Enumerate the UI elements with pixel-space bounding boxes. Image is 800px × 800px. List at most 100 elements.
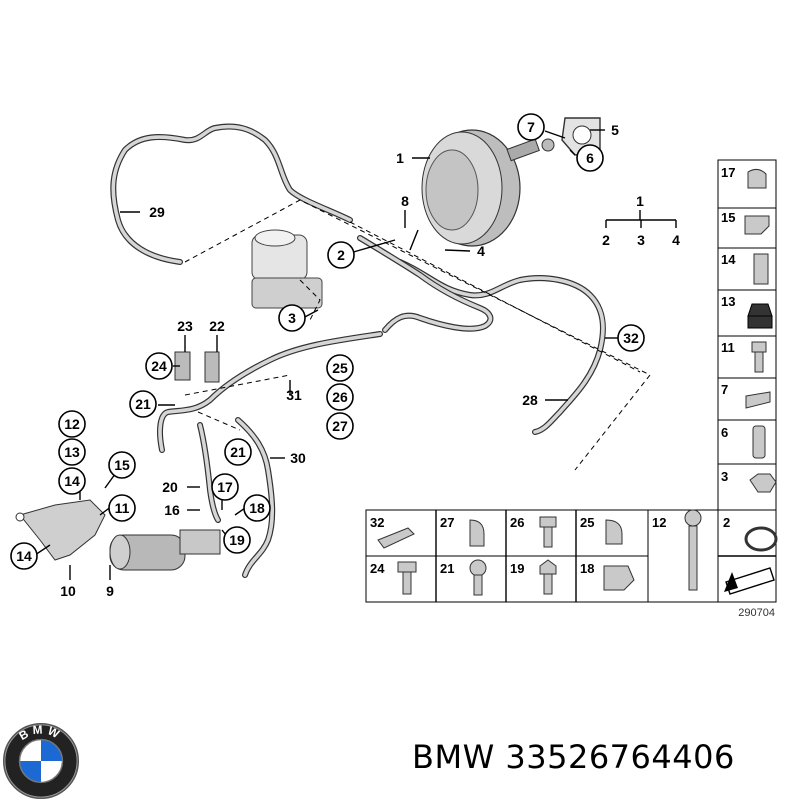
side-table-label-14: 14 xyxy=(721,252,736,267)
clip-17-icon xyxy=(747,168,767,189)
legend-label-4: 4 xyxy=(672,232,680,248)
nut-clip-18-icon xyxy=(603,565,635,591)
callout-22: 22 xyxy=(209,318,225,334)
callout-7: 7 xyxy=(527,119,535,135)
callout-13: 13 xyxy=(64,444,80,460)
callout-10: 10 xyxy=(60,583,76,599)
sensor-22-23 xyxy=(174,351,220,383)
bolt-11-shaft-icon xyxy=(754,351,764,373)
bolt-19-head-icon xyxy=(539,559,557,575)
callout-8: 8 xyxy=(401,193,409,209)
bmw-logo-letters: BMW xyxy=(17,723,61,743)
side-table-label-15: 15 xyxy=(721,210,735,225)
side-table-label-17: 17 xyxy=(721,165,735,180)
callout-9: 9 xyxy=(106,583,114,599)
pin-6-icon xyxy=(752,425,766,459)
bottom-table-label-27: 27 xyxy=(440,515,454,530)
bolt-26-shaft-icon xyxy=(543,526,553,548)
callout-1: 1 xyxy=(396,150,404,166)
sleeve-14-icon xyxy=(753,253,769,285)
bottom-table-label-26: 26 xyxy=(510,515,524,530)
bolt-21-shaft-icon xyxy=(473,574,483,596)
side-table-label-3: 3 xyxy=(721,469,728,484)
callout-28: 28 xyxy=(522,392,538,408)
callout-24: 24 xyxy=(151,358,167,374)
bracket-27-icon xyxy=(469,519,485,547)
side-table-label-13: 13 xyxy=(721,294,735,309)
bottom-table-label-2: 2 xyxy=(723,515,730,530)
callout-21-upper: 21 xyxy=(135,396,151,412)
callout-18: 18 xyxy=(249,500,265,516)
callout-32: 32 xyxy=(623,330,639,346)
callout-23: 23 xyxy=(177,318,193,334)
hose-30 xyxy=(235,417,276,578)
bottom-table-label-19: 19 xyxy=(510,561,524,576)
callout-4: 4 xyxy=(477,243,485,259)
callouts: 1 2 3 4 5 6 7 8 9 10 11 12 13 14 14 15 1… xyxy=(10,113,645,599)
legend-top-label: 1 xyxy=(636,193,644,209)
bottom-table-label-25: 25 xyxy=(580,515,594,530)
clip-32-icon xyxy=(377,527,415,549)
callout-31: 31 xyxy=(286,387,302,403)
brake-booster xyxy=(421,129,555,247)
legend-label-2: 2 xyxy=(602,232,610,248)
callout-14-lower: 14 xyxy=(16,548,32,564)
clip-7-icon xyxy=(745,391,771,409)
callout-2: 2 xyxy=(337,247,345,263)
callout-11: 11 xyxy=(115,500,130,516)
vacuum-pump xyxy=(109,529,221,571)
callout-21-lower: 21 xyxy=(230,444,246,460)
callout-27: 27 xyxy=(332,418,348,434)
clamp-25-icon xyxy=(605,519,623,545)
bottom-table-label-12: 12 xyxy=(652,515,666,530)
seal-ring-2-icon xyxy=(744,526,778,552)
bolt-26-head-icon xyxy=(539,516,557,528)
callout-20: 20 xyxy=(162,479,178,495)
nut-3-icon xyxy=(749,473,777,493)
bottom-parts-table: 32 27 26 25 12 2 24 21 19 18 290704 xyxy=(365,509,778,619)
clip-15-icon xyxy=(744,215,770,235)
side-table-label-6: 6 xyxy=(721,425,728,440)
bolt-24-head-icon xyxy=(397,561,417,573)
hose-31 xyxy=(157,331,383,453)
guide-lines xyxy=(184,199,651,471)
arrow-head-icon xyxy=(724,572,738,592)
hose-20 xyxy=(197,422,221,523)
callout-26: 26 xyxy=(332,389,348,405)
bottom-table-label-32: 32 xyxy=(370,515,384,530)
assembly-legend: 1 2 3 4 xyxy=(602,193,680,248)
bolt-11-head-icon xyxy=(751,341,767,353)
side-table-label-11: 11 xyxy=(721,340,735,355)
part-number-caption: BMW 33526764406 xyxy=(412,738,735,776)
side-table-label-7: 7 xyxy=(721,382,728,397)
callout-3: 3 xyxy=(288,310,296,326)
callout-15: 15 xyxy=(114,457,130,473)
hose-28 xyxy=(397,259,606,435)
grommet-13-icon xyxy=(747,303,773,329)
side-parts-table: 17 15 14 13 11 7 6 3 xyxy=(717,159,777,511)
callout-14-upper: 14 xyxy=(64,473,80,489)
callout-17: 17 xyxy=(217,479,233,495)
bolt-12-shaft-icon xyxy=(688,525,698,591)
svg-text:BMW: BMW xyxy=(17,723,65,743)
bolt-24-shaft-icon xyxy=(402,571,412,595)
bracket-10 xyxy=(15,499,106,561)
bottom-table-label-21: 21 xyxy=(440,561,454,576)
bolt-21-head-icon xyxy=(469,559,487,577)
diagram-id-code: 290704 xyxy=(738,607,775,619)
legend-label-3: 3 xyxy=(637,232,645,248)
callout-12: 12 xyxy=(64,416,80,432)
bottom-table-label-24: 24 xyxy=(370,561,385,576)
callout-16: 16 xyxy=(164,502,180,518)
bolt-19-shaft-icon xyxy=(543,573,553,595)
callout-19: 19 xyxy=(229,532,245,548)
bolt-12-head-icon xyxy=(684,509,702,527)
bmw-logo: BMW xyxy=(2,722,80,800)
vacuum-line-main xyxy=(357,235,494,333)
callout-25: 25 xyxy=(332,360,348,376)
hose-29 xyxy=(110,123,353,265)
brake-fluid-reservoir xyxy=(251,229,323,309)
callout-6: 6 xyxy=(586,150,594,166)
callout-5: 5 xyxy=(611,122,619,138)
